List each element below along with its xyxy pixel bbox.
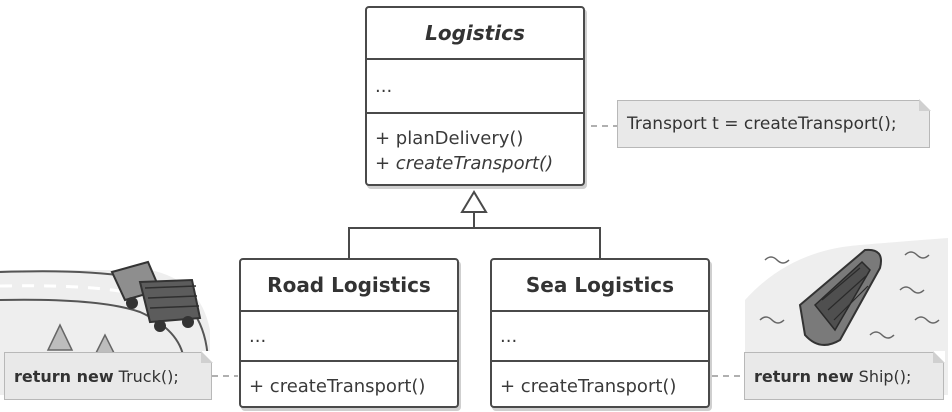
- note-connector: [212, 125, 744, 377]
- note-plan-delivery: Transport t = createTransport();: [617, 99, 931, 148]
- fields-section: ...: [367, 60, 583, 114]
- note-text: Transport t = createTransport();: [627, 114, 897, 134]
- method-create-transport: + createTransport(): [375, 153, 554, 174]
- method-plan-delivery: + planDelivery(): [375, 128, 524, 149]
- inheritance-arrow: [348, 190, 601, 258]
- methods-section: + planDelivery() + createTransport(): [367, 114, 583, 184]
- class-sea-logistics[interactable]: Sea Logistics ... + createTransport(): [490, 258, 710, 408]
- class-title-logistics: Logistics: [367, 8, 583, 60]
- class-logistics[interactable]: Logistics ... + planDelivery() + createT…: [365, 6, 585, 186]
- note-road-return: return new Truck();: [4, 351, 213, 400]
- keyword-return-new: return new: [754, 366, 854, 386]
- note-fold-icon: [201, 351, 213, 363]
- fields-section: ...: [241, 312, 457, 362]
- keyword-return-new: return new: [14, 366, 114, 386]
- class-title-sea-logistics: Sea Logistics: [492, 260, 708, 312]
- method-create-transport: + createTransport(): [500, 375, 677, 397]
- note-sea-return: return new Ship();: [744, 351, 945, 400]
- fields-section: ...: [492, 312, 708, 362]
- class-road-logistics[interactable]: Road Logistics ... + createTransport(): [239, 258, 459, 408]
- note-fold-icon: [919, 99, 931, 111]
- class-title-road-logistics: Road Logistics: [241, 260, 457, 312]
- note-text: Truck();: [118, 366, 179, 386]
- note-fold-icon: [933, 351, 945, 363]
- method-create-transport: + createTransport(): [249, 375, 426, 397]
- note-text: Ship();: [858, 366, 912, 386]
